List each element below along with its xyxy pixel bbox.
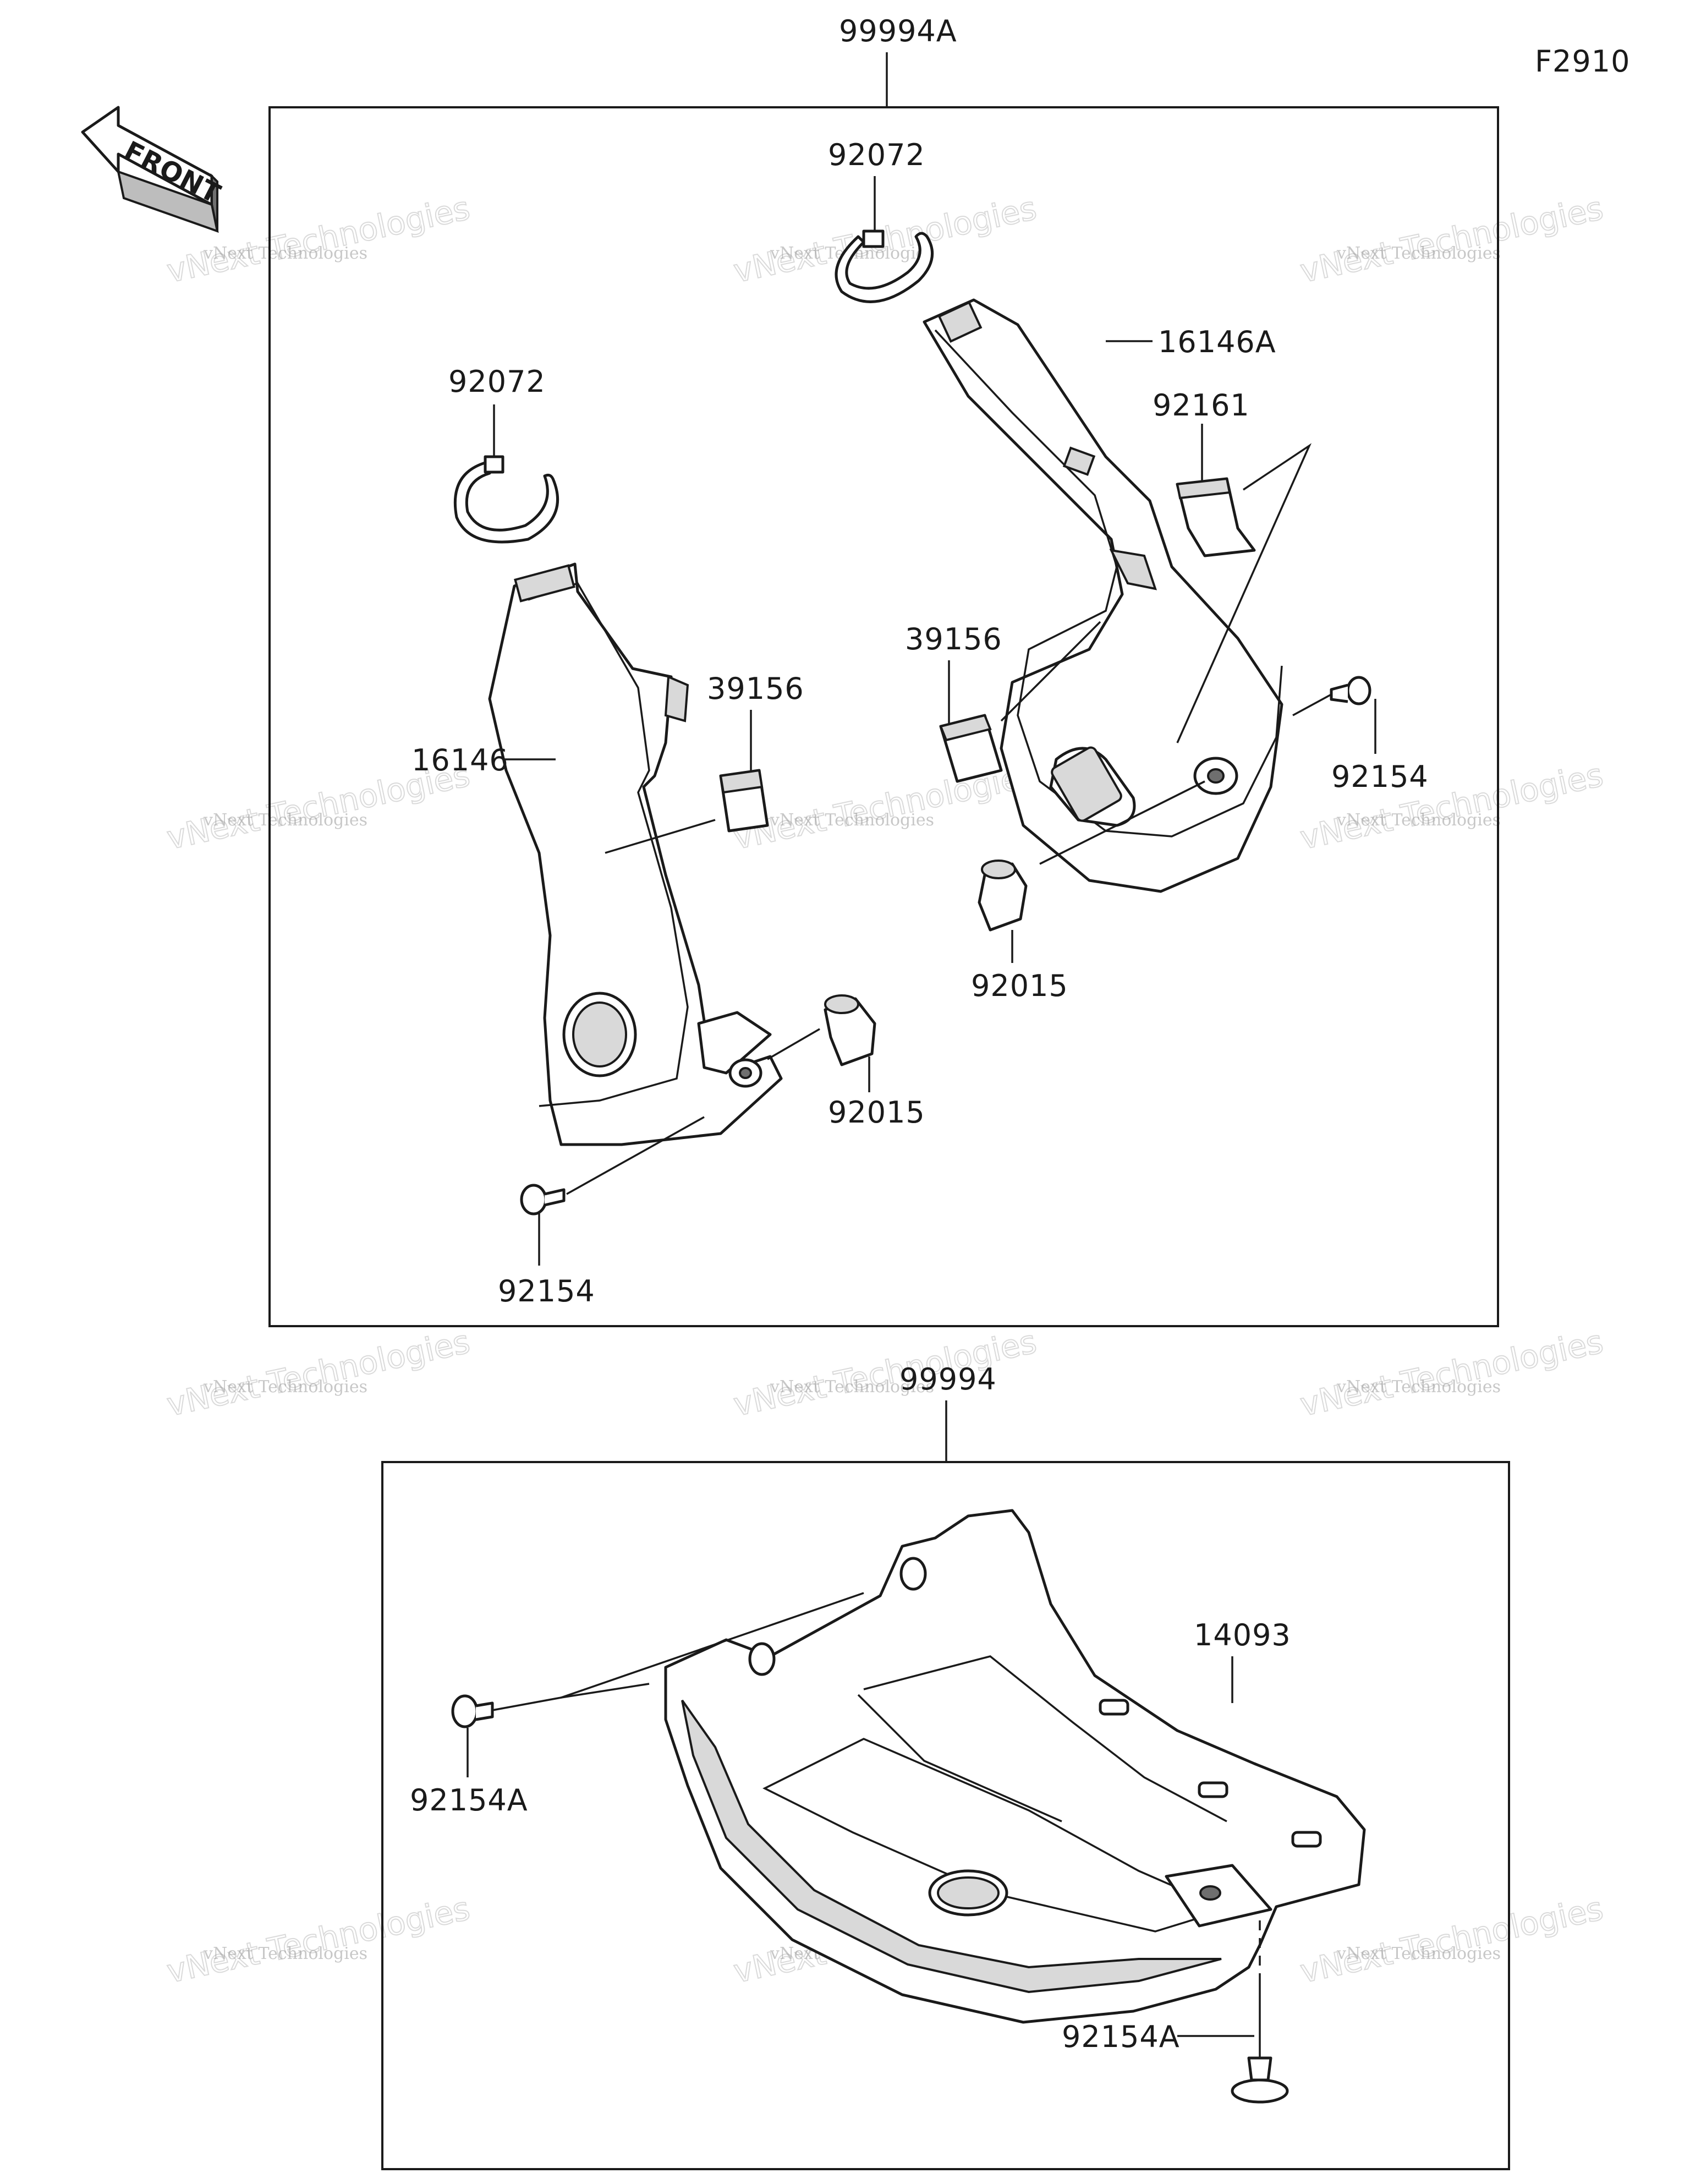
cover-16146 bbox=[488, 562, 783, 1146]
assembly-label-99994A: 99994A bbox=[839, 14, 957, 48]
watermark-outline-text: vNext Technologies bbox=[1297, 1323, 1606, 1424]
label-39156-right: 39156 bbox=[905, 622, 1002, 656]
bolt-92154A-bottom bbox=[1177, 1920, 1289, 2104]
watermark-text: vNext Technologies bbox=[203, 244, 367, 263]
watermark-text: vNext Technologies bbox=[203, 1944, 367, 1963]
label-92072-right: 92072 bbox=[828, 138, 925, 172]
front-direction-arrow-icon: FRONT bbox=[81, 106, 226, 233]
pad-39156-right bbox=[939, 621, 1101, 783]
watermark-text: vNext Technologies bbox=[203, 811, 367, 830]
watermark-text: vNext Technologies bbox=[203, 1377, 367, 1397]
label-14093: 14093 bbox=[1194, 1618, 1291, 1652]
watermark-outline-text: vNext Technologies bbox=[164, 1890, 473, 1990]
collar-92015-right bbox=[978, 780, 1205, 963]
watermark-text: vNext Technologies bbox=[1336, 1944, 1501, 1963]
watermark-outline-text: vNext Technologies bbox=[1297, 1890, 1606, 1990]
label-92154-right: 92154 bbox=[1331, 759, 1429, 794]
cover-16146A bbox=[923, 298, 1283, 893]
watermark-text: vNext Technologies bbox=[1336, 811, 1501, 830]
collar-92015-left bbox=[767, 994, 876, 1092]
assembly-frame-99994A bbox=[268, 106, 1499, 1327]
label-92072-left: 92072 bbox=[448, 364, 546, 399]
watermark-outline-text: vNext Technologies bbox=[164, 1323, 473, 1424]
skid-plate-14093 bbox=[664, 1509, 1366, 2024]
bolt-92154-left bbox=[520, 1116, 705, 1266]
label-16146A: 16146A bbox=[1158, 325, 1276, 359]
watermark-outline-text: vNext Technologies bbox=[1297, 189, 1606, 290]
watermark-text: vNext Technologies bbox=[770, 1377, 934, 1397]
label-92154A-bottom: 92154A bbox=[1062, 2019, 1180, 2054]
pad-92161 bbox=[1176, 424, 1312, 743]
label-92015-left: 92015 bbox=[828, 1095, 925, 1130]
clamp-92072-right bbox=[835, 176, 934, 303]
figure-code: F2910 bbox=[1535, 44, 1631, 79]
watermark-text: vNext Technologies bbox=[1336, 244, 1501, 263]
bolt-92154-right bbox=[1292, 676, 1376, 754]
label-92015-right: 92015 bbox=[971, 968, 1068, 1003]
pad-39156-left bbox=[719, 710, 769, 833]
label-92161: 92161 bbox=[1153, 388, 1250, 423]
label-16146: 16146 bbox=[411, 743, 509, 778]
label-39156-left: 39156 bbox=[707, 671, 804, 706]
label-92154-left: 92154 bbox=[498, 1274, 595, 1309]
assembly-label-99994: 99994 bbox=[899, 1362, 997, 1397]
watermark-text: vNext Technologies bbox=[770, 811, 934, 830]
watermark-outline-text: vNext Technologies bbox=[731, 189, 1040, 290]
label-92154A-left: 92154A bbox=[410, 1783, 528, 1818]
clamp-92072-left bbox=[453, 404, 559, 544]
watermark-text: vNext Technologies bbox=[1336, 1377, 1501, 1397]
bolt-92154A-left bbox=[451, 1592, 864, 1777]
